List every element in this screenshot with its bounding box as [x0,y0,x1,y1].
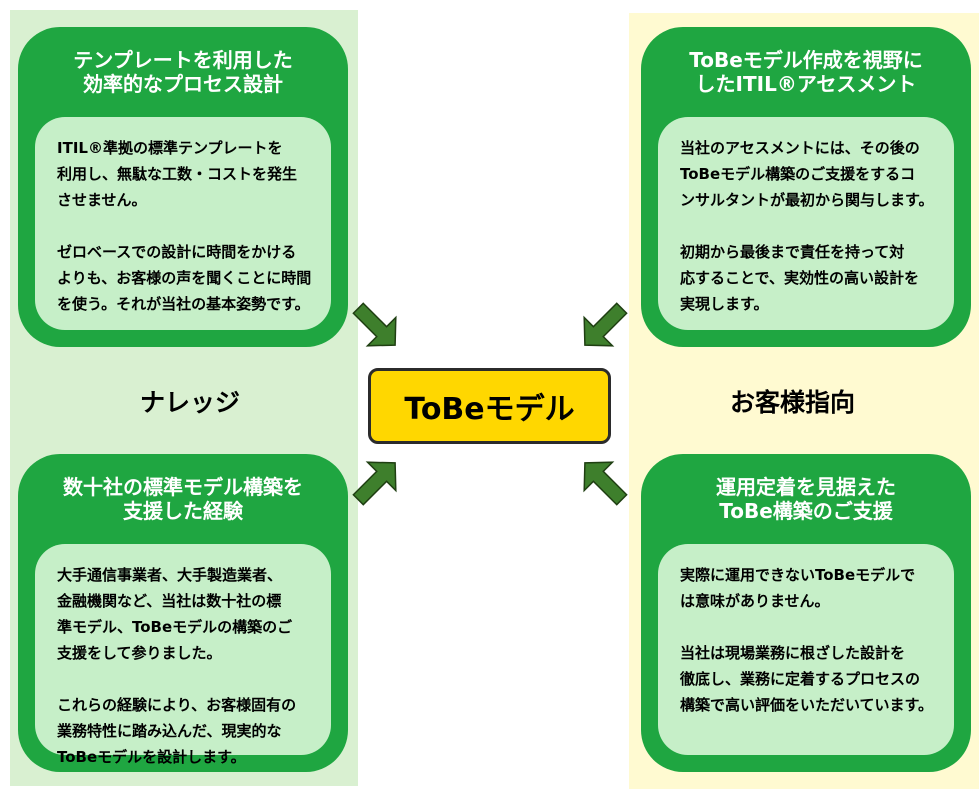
card-text: 実際に運用できないToBeモデルで は意味がありません。 当社は現場業務に根ざし… [680,566,934,714]
arrow-bottom-left-icon [343,448,410,515]
card-title: テンプレートを利用した 効率的なプロセス設計 [73,48,293,96]
knowledge-label: ナレッジ [140,388,241,417]
card-operational-adoption-support: 運用定着を見据えた ToBe構築のご支援 実際に運用できないToBeモデルで は… [641,454,971,772]
arrow-top-left-icon [343,293,410,360]
card-body: ITIL®準拠の標準テンプレートを 利用し、無駄な工数・コストを発生 させません… [35,117,331,330]
tobe-model-box: ToBeモデル [368,368,611,444]
card-text: 大手通信事業者、大手製造業者、 金融機関など、当社は数十社の標 準モデル、ToB… [57,566,297,766]
card-title: ToBeモデル作成を視野に したITIL®アセスメント [689,48,923,96]
arrow-bottom-right-icon [570,448,637,515]
customer-orientation-label: お客様指向 [730,388,856,417]
card-title: 数十社の標準モデル構築を 支援した経験 [63,475,303,523]
card-itil-assessment: ToBeモデル作成を視野に したITIL®アセスメント 当社のアセスメントには、… [641,27,971,347]
card-body: 大手通信事業者、大手製造業者、 金融機関など、当社は数十社の標 準モデル、ToB… [35,544,331,766]
card-body: 実際に運用できないToBeモデルで は意味がありません。 当社は現場業務に根ざし… [658,544,954,755]
card-text: 当社のアセスメントには、その後の ToBeモデル構築のご支援をするコ ンサルタン… [680,139,934,313]
card-text: ITIL®準拠の標準テンプレートを 利用し、無駄な工数・コストを発生 させません… [57,139,312,313]
card-title: 運用定着を見据えた ToBe構築のご支援 [716,475,896,523]
card-efficient-process-design: テンプレートを利用した 効率的なプロセス設計 ITIL®準拠の標準テンプレートを… [18,27,348,347]
card-standard-model-experience: 数十社の標準モデル構築を 支援した経験 大手通信事業者、大手製造業者、 金融機関… [18,454,348,772]
card-body: 当社のアセスメントには、その後の ToBeモデル構築のご支援をするコ ンサルタン… [658,117,954,330]
arrow-top-right-icon [570,293,637,360]
